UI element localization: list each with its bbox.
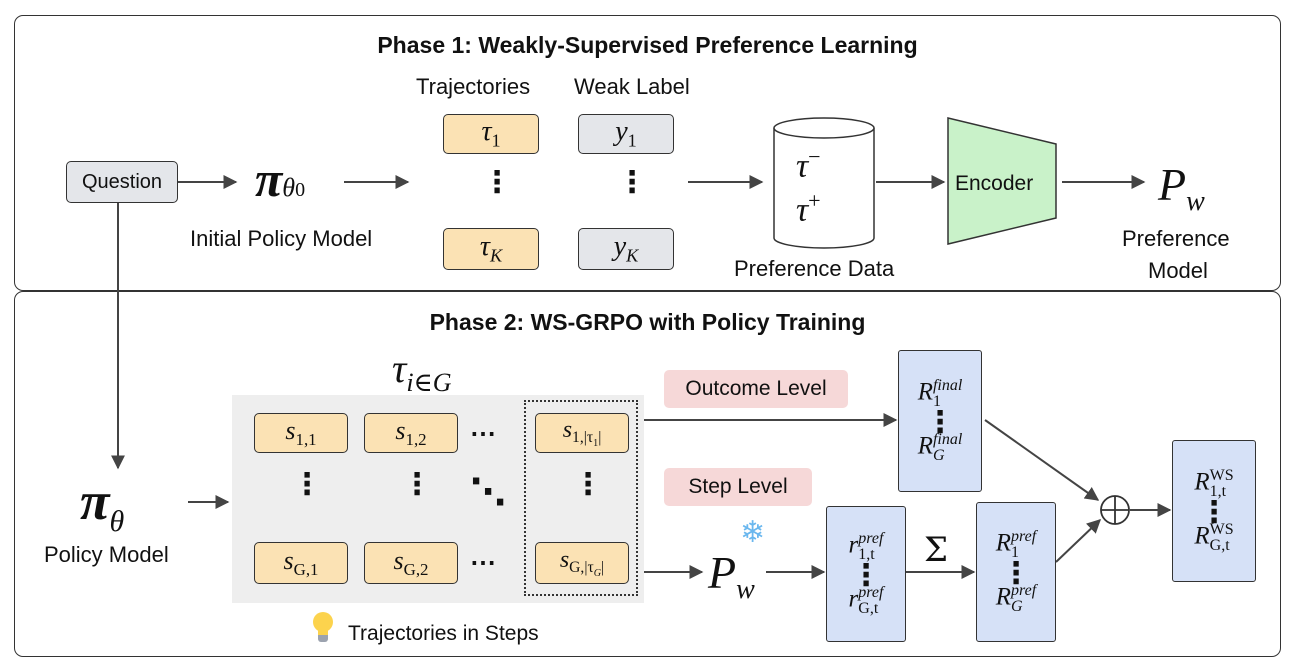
step-rowg-hdots: ⋯ — [470, 547, 496, 577]
preference-model-label-1: Preference — [1122, 226, 1230, 251]
step-row1-hdots: ⋯ — [470, 418, 496, 448]
trajectory-vdots: ⋮ — [482, 165, 512, 200]
trajectory-last: τK — [443, 228, 539, 270]
preference-negative: τ− — [796, 144, 821, 185]
initial-policy-symbol: πθ0 — [255, 151, 306, 207]
preference-data-label: Preference Data — [734, 256, 895, 281]
preference-positive: τ+ — [796, 188, 821, 229]
step-ddots: ⋱ — [470, 472, 506, 513]
trajectories-header: Trajectories — [416, 74, 531, 99]
outcome-level-chip: Outcome Level — [664, 370, 848, 408]
weak-label-first: y1 — [578, 114, 674, 154]
policy-model-label: Policy Model — [44, 542, 169, 567]
lightbulb-icon — [312, 612, 334, 644]
step-col1-vdots: ⋮ — [292, 467, 322, 502]
preference-model-symbol: Pw — [1158, 159, 1205, 218]
snowflake-icon: ❄ — [740, 515, 766, 550]
preference-model-label-2: Model — [1148, 258, 1208, 283]
trajectory-first: τ1 — [443, 114, 539, 154]
step-s1-last: s1,|τ1| — [535, 413, 629, 453]
sum-symbol: Σ — [924, 530, 949, 570]
question-box: Question — [66, 161, 178, 203]
step-col3-vdots: ⋮ — [573, 467, 603, 502]
question-label: Question — [81, 170, 163, 193]
weak-label-last: yK — [578, 228, 674, 270]
encoder-label: Encoder — [955, 172, 1034, 195]
initial-policy-label: Initial Policy Model — [190, 226, 373, 251]
step-sg2: sG,2 — [364, 542, 458, 584]
step-level-chip: Step Level — [664, 468, 812, 506]
frozen-preference-model: Pw — [708, 547, 755, 606]
weak-label-header: Weak Label — [574, 74, 690, 99]
weak-label-vdots: ⋮ — [617, 165, 647, 200]
trajectories-in-steps-label: Trajectories in Steps — [348, 622, 539, 645]
policy-symbol: πθ — [80, 471, 125, 538]
phase2-panel — [14, 291, 1281, 657]
group-trajectories-symbol: τi∈G — [392, 346, 452, 397]
step-sg-last: sG,|τG| — [535, 542, 629, 584]
step-s12: s1,2 — [364, 413, 458, 453]
step-sg1: sG,1 — [254, 542, 348, 584]
step-s11: s1,1 — [254, 413, 348, 453]
preference-data-cylinder — [773, 117, 875, 249]
phase1-title: Phase 1: Weakly-Supervised Preference Le… — [377, 32, 918, 58]
last-step-column — [524, 400, 638, 596]
phase2-title: Phase 2: WS-GRPO with Policy Training — [429, 309, 866, 335]
step-col2-vdots: ⋮ — [402, 467, 432, 502]
encoder-shape — [947, 117, 1057, 245]
